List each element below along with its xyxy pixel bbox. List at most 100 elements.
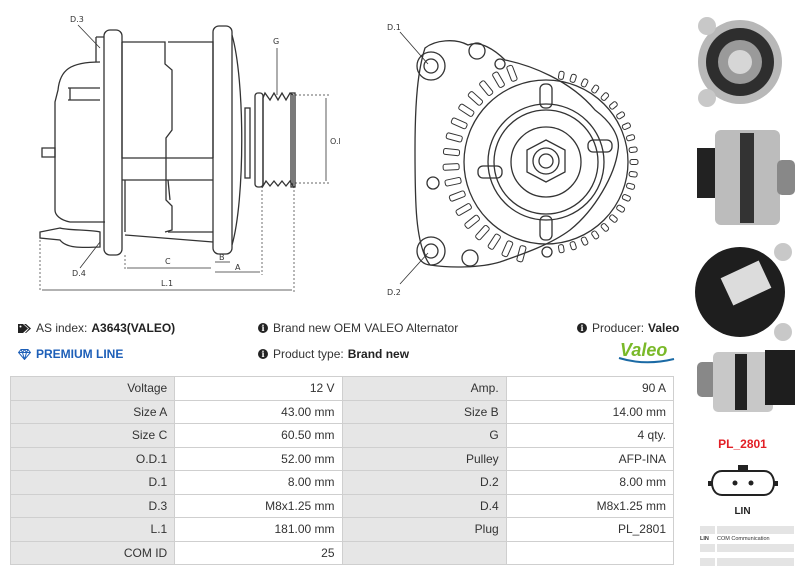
label-c: C [165, 257, 171, 266]
vent-slot [626, 182, 636, 190]
label-b: B [219, 253, 225, 262]
spec-value: 4 qty. [505, 423, 675, 448]
spec-key: D.3 [9, 493, 176, 518]
vent-slot [591, 84, 600, 94]
vent-slot [445, 132, 463, 143]
info-icon: i [577, 323, 587, 333]
spec-value: M8x1.25 mm [505, 493, 675, 518]
plug-name: PL_2801 [718, 437, 767, 451]
spec-key: Size A [9, 399, 176, 424]
as-index-value: A3643(VALEO) [91, 321, 176, 335]
vent-slot [626, 134, 636, 142]
spec-value: 52.00 mm [174, 446, 343, 471]
spec-key: Pulley [341, 446, 507, 471]
spec-key: D.4 [341, 493, 507, 518]
spec-key: D.2 [341, 470, 507, 495]
plug-terminal-label: LIN [734, 506, 751, 517]
premium-line: PREMIUM LINE [18, 347, 123, 361]
description-text: Brand new OEM VALEO Alternator [273, 321, 459, 335]
spec-key [341, 540, 507, 565]
diamond-icon [18, 348, 31, 360]
photo-side-view [697, 130, 795, 225]
valeo-logo: Valeo [618, 340, 675, 364]
product-type-value: Brand new [347, 347, 410, 361]
spec-key: Voltage [9, 376, 176, 401]
vent-slot [455, 203, 472, 216]
label-od1: O.D.1 [330, 137, 340, 146]
spec-key: Plug [341, 517, 507, 542]
plug-connector-diagram [708, 465, 778, 496]
spec-key: O.D.1 [9, 446, 176, 471]
product-photos [695, 17, 795, 412]
label-d3: D.3 [70, 15, 84, 24]
vent-slot [475, 224, 490, 241]
label-d4: D.4 [72, 269, 86, 278]
vent-slot [580, 78, 589, 88]
producer-label: Producer: [592, 321, 645, 335]
vent-slot [621, 122, 631, 130]
vent-slot [557, 244, 565, 254]
vent-slot [621, 194, 631, 202]
product-type-label: Product type: [273, 347, 344, 361]
photo-front-view [698, 17, 782, 107]
vent-slot [600, 92, 610, 101]
legend-text: COM Communication [717, 535, 794, 543]
spec-value: 90 A [505, 376, 675, 401]
vent-slot [487, 233, 501, 250]
vent-slot [458, 103, 475, 117]
vent-slot [569, 241, 577, 251]
front-view-drawing: D.1 D.2 [387, 23, 639, 297]
vent-slot [442, 147, 461, 157]
spec-value: 8.00 mm [505, 470, 675, 495]
spec-value: 43.00 mm [174, 399, 343, 424]
spec-value: M8x1.25 mm [174, 493, 343, 518]
vent-slot [516, 245, 527, 263]
spec-value: 12 V [174, 376, 343, 401]
tags-icon [18, 323, 31, 333]
vent-slot [557, 70, 565, 80]
vent-slot [506, 64, 518, 82]
premium-line-label: PREMIUM LINE [36, 347, 124, 361]
vent-slot [442, 163, 460, 171]
spec-key: COM ID [9, 540, 176, 565]
photo-rear-view [695, 243, 792, 341]
label-g: G [273, 37, 279, 46]
vent-slot [609, 214, 618, 223]
as-index: AS index: A3643(VALEO) [18, 321, 175, 335]
spec-value [505, 540, 675, 565]
producer: i Producer: Valeo [577, 321, 679, 335]
vent-slot [448, 190, 466, 202]
spec-value: 14.00 mm [505, 399, 675, 424]
vent-slot [628, 146, 638, 154]
svg-text:Valeo: Valeo [620, 340, 667, 360]
vent-slot [580, 236, 589, 246]
spec-key: Size C [9, 423, 176, 448]
producer-value: Valeo [648, 321, 680, 335]
spec-value: 60.50 mm [174, 423, 343, 448]
vent-slot [629, 159, 639, 165]
vent-slot [569, 73, 577, 83]
photo-side-view-2 [697, 350, 795, 412]
label-a: A [235, 263, 241, 272]
label-d1: D.1 [387, 23, 401, 32]
vent-slot [479, 80, 494, 96]
vent-slot [444, 177, 462, 187]
pin-1 [732, 480, 738, 486]
pin-2 [748, 480, 754, 486]
spec-value: PL_2801 [505, 517, 675, 542]
vent-slot [464, 214, 480, 229]
vent-slot [492, 71, 505, 88]
spec-key: L.1 [9, 517, 176, 542]
spec-value: 25 [174, 540, 343, 565]
spec-key: Amp. [341, 376, 507, 401]
spec-value: 8.00 mm [174, 470, 343, 495]
